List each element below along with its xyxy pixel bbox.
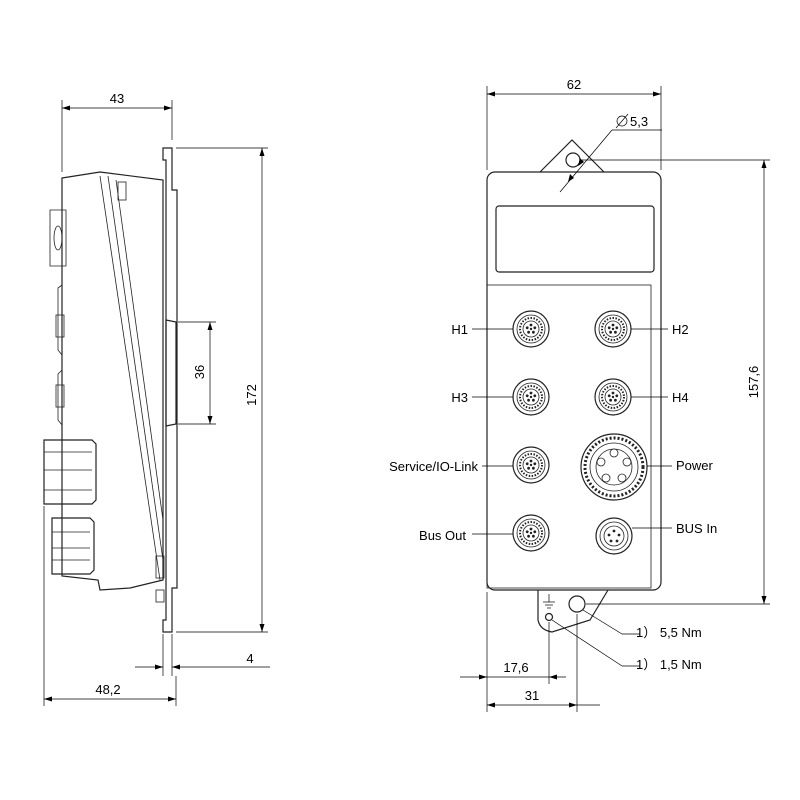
- front-housing: [486, 171, 662, 591]
- side-connector-bus-rings: [52, 531, 90, 561]
- dim-front-height: 157,6: [746, 366, 761, 399]
- side-window-lens: [53, 225, 63, 251]
- side-slot: [165, 319, 177, 427]
- dim-side-slot: 36: [192, 365, 207, 379]
- dim-front-width: 62: [567, 77, 581, 92]
- dim-front-hole-offset: 31: [525, 688, 539, 703]
- port-power: [580, 433, 648, 501]
- note-torque-2: 1） 1,5 Nm: [636, 657, 702, 672]
- front-bottom-hole: [568, 595, 586, 613]
- side-bottom-tab-1: [155, 555, 165, 579]
- side-connector-power-rings: [44, 451, 92, 491]
- port-bus-in: [595, 517, 633, 555]
- side-top-tab: [117, 181, 127, 201]
- side-housing-edge-1: [99, 175, 161, 581]
- side-connector-2: [57, 369, 63, 426]
- port-service: [512, 446, 550, 484]
- port-h4: [594, 378, 632, 416]
- port-h2: [594, 310, 632, 348]
- side-bottom-tab-2: [155, 589, 165, 603]
- note-torque-1: 1） 5,5 Nm: [636, 625, 702, 640]
- dim-side-offset: 4: [246, 651, 253, 666]
- dim-front-ground-offset: 17,6: [503, 660, 528, 675]
- label-bus-out: Bus Out: [419, 528, 466, 543]
- label-h1: H1: [451, 322, 468, 337]
- side-view: 43 172 36 4 48,2: [43, 91, 270, 706]
- label-h2: H2: [672, 322, 689, 337]
- side-housing-edge-3: [115, 179, 164, 521]
- side-connector-1-nut: [55, 314, 65, 338]
- front-bottom-tab: [537, 589, 609, 633]
- dim-side-width: 43: [110, 91, 124, 106]
- front-connector-plate: [486, 284, 652, 589]
- label-service: Service/IO-Link: [389, 459, 478, 474]
- label-h4: H4: [672, 390, 689, 405]
- label-power: Power: [676, 458, 714, 473]
- side-window: [49, 209, 67, 267]
- side-mounting-plate: [162, 147, 178, 633]
- dim-front-hole: 5,3: [630, 114, 648, 129]
- port-h3: [512, 378, 550, 416]
- label-h3: H3: [451, 390, 468, 405]
- side-connector-2-nut: [55, 384, 65, 408]
- side-housing-edge-2: [107, 175, 164, 561]
- side-connector-bus: [51, 517, 95, 575]
- port-h1: [512, 310, 550, 348]
- dim-side-depth: 48,2: [95, 682, 120, 697]
- side-connector-1: [57, 284, 63, 356]
- diameter-icon: [615, 113, 629, 129]
- front-display-window: [495, 205, 655, 273]
- front-top-tab: [539, 139, 605, 173]
- side-housing: [61, 171, 164, 591]
- label-bus-in: BUS In: [676, 521, 717, 536]
- dim-side-height: 172: [244, 384, 259, 406]
- side-connector-power: [43, 439, 97, 505]
- ground-icon: [543, 594, 555, 609]
- front-ground-hole: [544, 612, 554, 622]
- port-bus-out: [512, 514, 550, 552]
- front-view: H1 H2 H3 H4 Service/IO-Link Power Bus Ou…: [389, 77, 770, 712]
- front-top-hole: [565, 152, 581, 168]
